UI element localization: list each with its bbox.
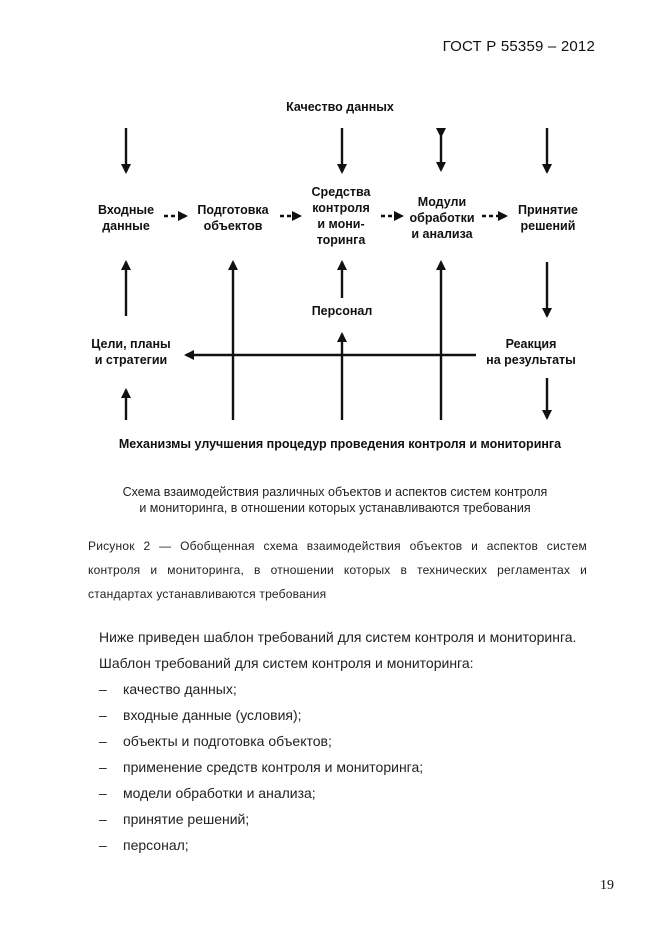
diagram-inner-caption: Схема взаимодействия различных объектов … [122,485,548,515]
node-improvement-mechanisms: Механизмы улучшения процедур проведения … [118,437,562,451]
page-number: 19 [600,878,614,893]
intro-paragraph: Ниже приведен шаблон требований для сист… [99,629,577,645]
list-dash: – [99,759,107,775]
node-personnel: Персонал [311,304,373,318]
node-processing-modules: Модули обработки и анализа [409,195,475,241]
list-item: –применение средств контроля и мониторин… [99,754,619,780]
list-dash: – [99,681,107,697]
list-item-text: модели обработки и анализа; [123,785,316,801]
list-item: –персонал; [99,832,619,858]
requirements-list: –качество данных; –входные данные (услов… [99,676,619,858]
list-dash: – [99,707,107,723]
interaction-diagram [121,128,552,420]
list-dash: – [99,837,107,853]
node-object-preparation: Подготовка объектов [197,203,269,233]
standard-number: ГОСТ Р 55359 – 2012 [442,38,595,55]
list-item: –входные данные (условия); [99,702,619,728]
list-item-text: объекты и подготовка объектов; [123,733,332,749]
list-item: –объекты и подготовка объектов; [99,728,619,754]
node-control-tools: Средства контроля и мони- торинга [311,185,371,247]
list-item: –качество данных; [99,676,619,702]
list-item-text: применение средств контроля и мониторинг… [123,759,424,775]
node-reaction-to-results: Реакция на результаты [486,337,576,367]
list-item: –принятие решений; [99,806,619,832]
template-title: Шаблон требований для систем контроля и … [99,655,474,671]
figure-caption: Рисунок 2 — Обобщенная схема взаимодейст… [88,539,587,601]
list-item-text: входные данные (условия); [123,707,302,723]
node-goals-plans-strategies: Цели, планы и стратегии [91,337,171,367]
list-item-text: принятие решений; [123,811,250,827]
node-decision-making: Принятие решений [518,203,578,233]
node-input-data: Входные данные [97,203,155,233]
list-item-text: качество данных; [123,681,237,697]
list-dash: – [99,785,107,801]
list-dash: – [99,733,107,749]
node-data-quality: Качество данных [286,100,394,114]
list-dash: – [99,811,107,827]
list-item-text: персонал; [123,837,189,853]
list-item: –модели обработки и анализа; [99,780,619,806]
